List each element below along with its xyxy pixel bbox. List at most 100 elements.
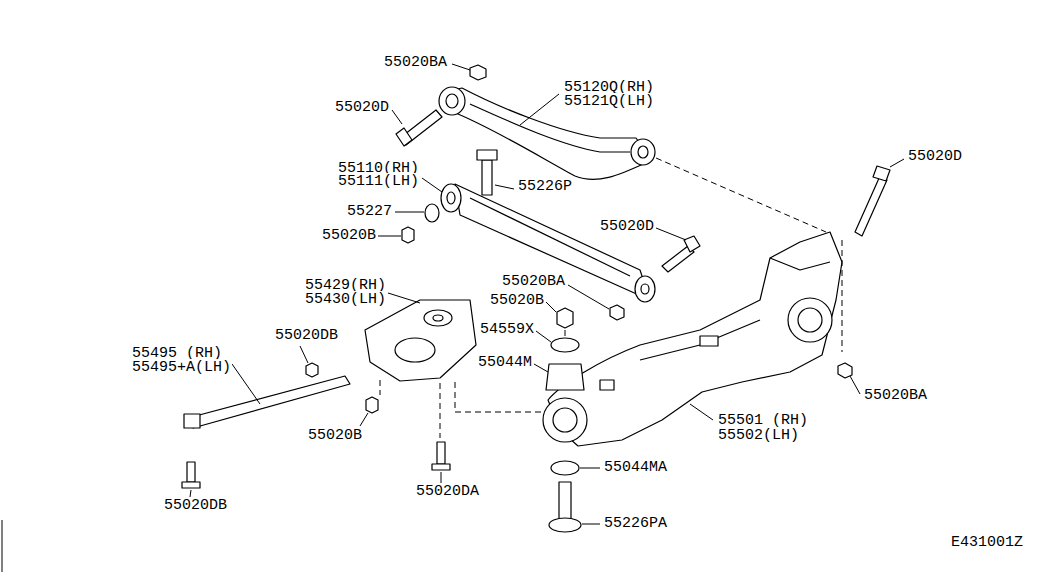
part-number: 55502(LH) [717, 427, 800, 445]
drawing-part [536, 331, 551, 342]
drawing-part [850, 376, 860, 394]
part-number: 55020D [599, 218, 655, 236]
bolt [549, 482, 581, 532]
part-number: 55020DB [274, 327, 339, 345]
bolt [432, 442, 450, 470]
subframe [548, 232, 842, 446]
drawing-part [300, 346, 308, 363]
drawing-part [395, 212, 424, 213]
drawing-part [635, 276, 655, 302]
part-number: 55020B [489, 292, 545, 310]
drawing-part [184, 414, 200, 428]
part-number: 55020BA [501, 273, 566, 291]
drawing-part [553, 408, 577, 432]
rubber-mount [546, 364, 584, 390]
drawing-part [842, 240, 843, 352]
dashed-guide [380, 158, 842, 438]
drawing-part [690, 404, 713, 420]
part-number: 55020D [907, 148, 963, 166]
nut [838, 363, 852, 378]
drawing-part [432, 464, 450, 470]
part-number: 55226PA [603, 515, 668, 533]
part-number: 55121Q(LH) [563, 93, 655, 111]
drawing-part [392, 110, 402, 124]
nut [470, 65, 486, 80]
drawing-part [656, 228, 686, 240]
drawing-part [187, 462, 195, 482]
drawing-part [631, 139, 655, 165]
drawing-part [452, 64, 470, 70]
drawing-part [477, 150, 497, 160]
drawing-part [439, 87, 465, 115]
part-number: 55227 [346, 203, 393, 221]
drawing-part [546, 302, 556, 312]
drawing-part [422, 178, 442, 192]
bolt [182, 462, 200, 488]
drawing-part [520, 94, 559, 125]
figure-code: E431001Z [950, 534, 1024, 552]
part-number: 55111(LH) [337, 173, 420, 191]
drawing-part [455, 184, 650, 300]
border-mark [2, 520, 3, 572]
drawing-part [470, 198, 630, 276]
drawing-part [388, 293, 420, 303]
drawing-part [788, 298, 832, 342]
drawing-part [378, 236, 401, 237]
bushing [543, 398, 587, 442]
drawing-part [873, 166, 890, 181]
part-number: 55020B [307, 427, 363, 445]
part-number: 55020BA [863, 387, 928, 405]
drawing-part [559, 482, 571, 520]
nut [610, 305, 624, 320]
bolt [477, 150, 497, 195]
drawing-part [543, 398, 587, 442]
drawing-part [437, 442, 445, 464]
drawing-part [855, 176, 887, 236]
drawing-part [188, 376, 350, 428]
drawing-part [482, 160, 492, 195]
nut [557, 308, 573, 328]
drawing-part [641, 284, 649, 294]
drawing-part [495, 185, 514, 189]
drawing-part [433, 315, 443, 321]
drawing-part [396, 128, 412, 146]
drawing-part [441, 184, 461, 212]
bolt [396, 110, 442, 146]
drawing-part [534, 364, 548, 372]
washer [551, 461, 579, 475]
drawing-part [549, 518, 581, 532]
drawing-part [565, 330, 566, 338]
washer [551, 338, 579, 352]
drawing-part [232, 364, 260, 404]
drawing-part [656, 158, 826, 232]
nut [366, 397, 378, 413]
part-number: 55044MA [603, 459, 668, 477]
part-number: 55430(LH) [304, 291, 387, 309]
part-number: 55020B [321, 227, 377, 245]
part-number: 55020D [334, 99, 390, 117]
lower-link [441, 184, 655, 302]
drawing-part [684, 236, 700, 252]
bracket [365, 300, 476, 381]
drawing-part [700, 336, 718, 346]
drawing-part [568, 285, 609, 309]
leader-lines [190, 64, 904, 524]
drawing-part [440, 383, 441, 438]
drawing-part [365, 300, 476, 381]
part-number: 55044M [477, 354, 533, 372]
bolt [662, 236, 700, 272]
lateral-rod [184, 376, 350, 428]
drawing-part [360, 413, 368, 426]
part-number: 55495+A(LH) [131, 359, 232, 377]
drawing-part [182, 65, 890, 532]
drawing-part [798, 308, 822, 332]
drawing-part [447, 192, 455, 204]
nut [306, 363, 318, 377]
part-number: 55226P [517, 178, 573, 196]
drawing-part [182, 482, 200, 488]
drawing-part [580, 468, 600, 469]
drawing-part [395, 338, 435, 362]
drawing-part [770, 258, 830, 270]
drawing-part [548, 232, 842, 446]
